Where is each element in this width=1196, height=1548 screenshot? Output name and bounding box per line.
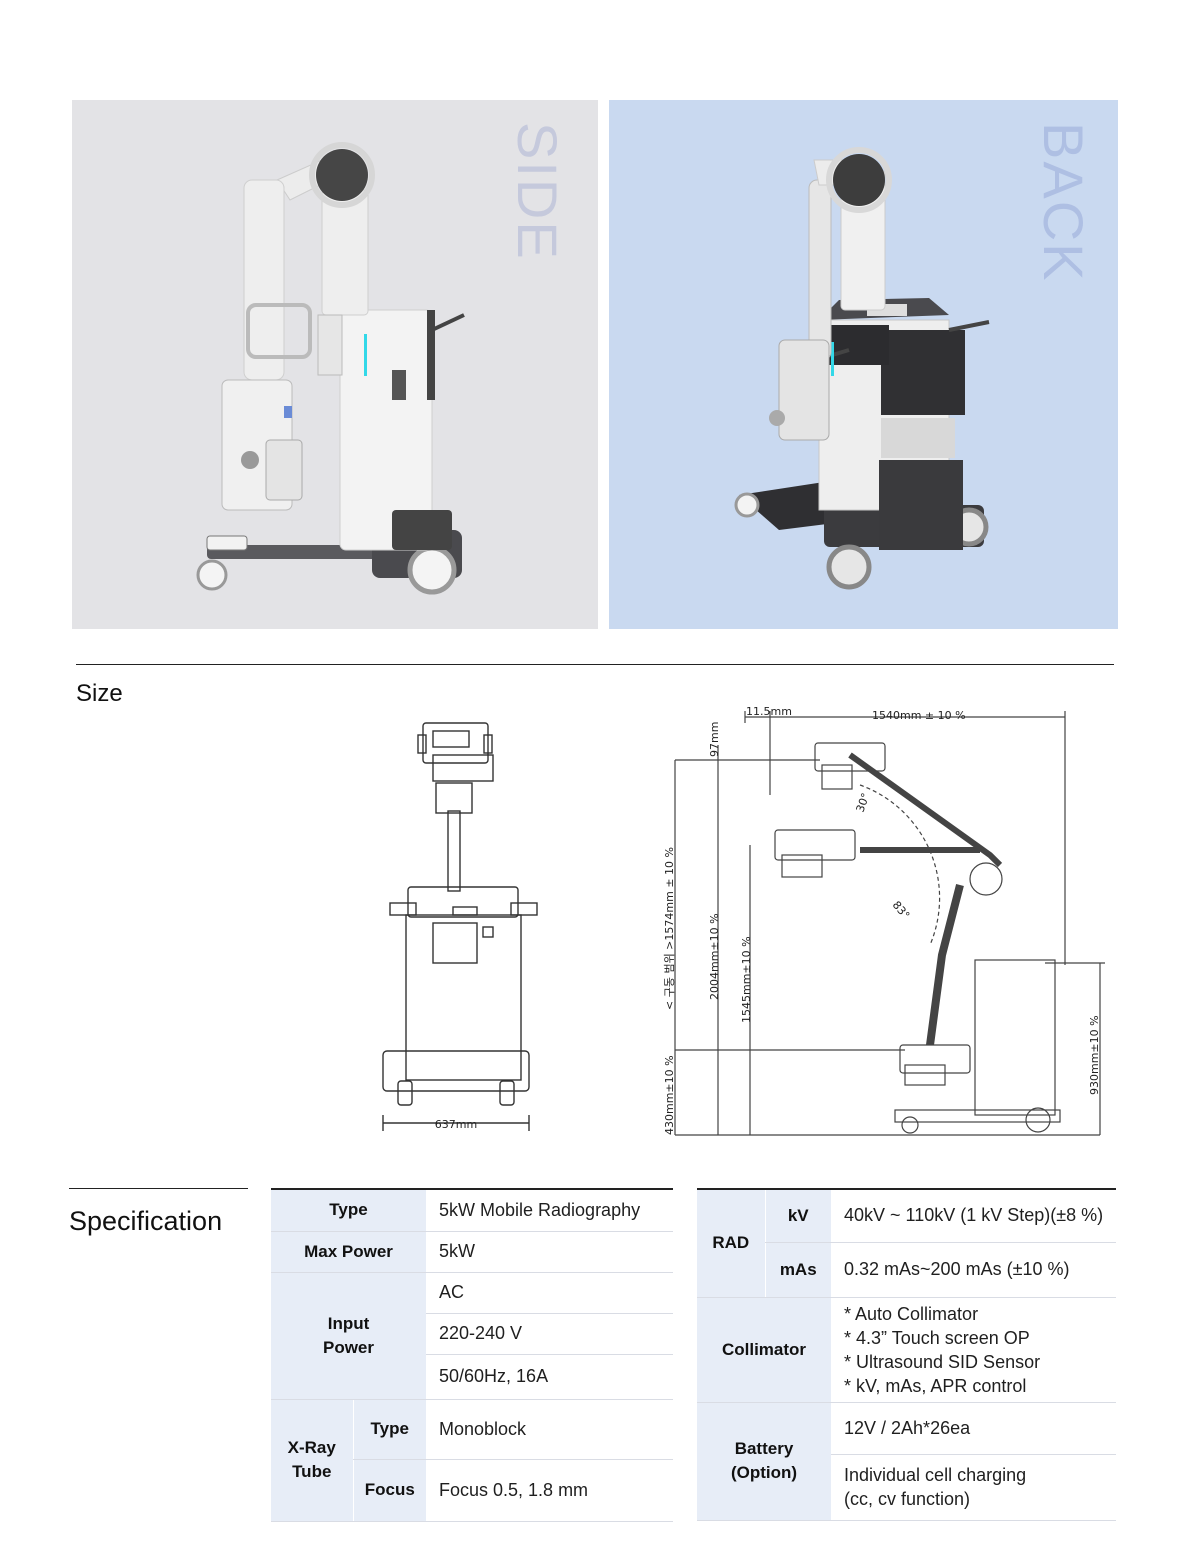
side-view-device-illustration (196, 142, 465, 595)
spec-table-technical: RAD kV 40kV ~ 110kV (1 kV Step)(±8 %) mA… (697, 1188, 1116, 1521)
angle-lower-label: 83° (890, 899, 912, 922)
table-row: Collimator * Auto Collimator * 4.3” Touc… (697, 1297, 1116, 1403)
side-dimension-drawing: 11.5mm 1540mm ± 10 % 30° 83° 97mm < 구동 범… (663, 705, 1105, 1136)
low-height-label: 430mm±10 % (663, 1055, 676, 1135)
table-row: RAD kV 40kV ~ 110kV (1 kV Step)(±8 %) (697, 1189, 1116, 1298)
xray-type-value: Monoblock (426, 1399, 673, 1460)
max-power-label: Max Power (271, 1231, 426, 1273)
table-row: Max Power 5kW (271, 1231, 673, 1273)
table-row: 50/60Hz, 16A (271, 1354, 673, 1400)
top-gap-label: 97mm (708, 722, 721, 757)
spec-divider (69, 1188, 248, 1189)
side-view-panel: SIDE (72, 100, 598, 629)
input-power-value: 220-240 V (426, 1313, 673, 1355)
range-label: < 구동 범위 >1574mm ± 10 % (663, 847, 676, 1010)
max-power-value: 5kW (426, 1231, 673, 1273)
table-row: Battery(Option) 12V / 2Ah*26ea (697, 1402, 1116, 1521)
collimator-values: * Auto Collimator * 4.3” Touch screen OP… (831, 1297, 1116, 1403)
size-divider (76, 664, 1114, 665)
rad-label: RAD (697, 1189, 765, 1298)
battery-note: Individual cell charging(cc, cv function… (831, 1454, 1116, 1521)
front-dimension-drawing: 637mm (382, 722, 538, 1131)
angle-upper-label: 30° (854, 791, 873, 814)
spec-table-general: Type 5kW Mobile Radiography Max Power 5k… (271, 1188, 673, 1522)
kv-value: 40kV ~ 110kV (1 kV Step)(±8 %) (831, 1189, 1116, 1243)
back-view-label: BACK (1032, 122, 1095, 283)
collimator-label: Collimator (697, 1297, 831, 1403)
battery-value: 12V / 2Ah*26ea (831, 1402, 1116, 1455)
table-row: Individual cell charging(cc, cv function… (697, 1454, 1116, 1521)
back-view-panel: BACK (609, 100, 1118, 629)
table-row: mAs 0.32 mAs~200 mAs (±10 %) (697, 1242, 1116, 1298)
total-height-label: 2004mm±10 % (708, 913, 721, 1000)
offset-label: 11.5mm (746, 705, 792, 718)
kv-label: kV (764, 1189, 831, 1243)
side-view-label: SIDE (506, 122, 569, 261)
type-label: Type (271, 1189, 426, 1232)
input-power-value: AC (426, 1272, 673, 1314)
body-height-label: 930mm±10 % (1088, 1015, 1101, 1095)
table-row: Type 5kW Mobile Radiography (271, 1189, 673, 1232)
mas-value: 0.32 mAs~200 mAs (±10 %) (831, 1242, 1116, 1298)
size-section-title: Size (76, 680, 123, 707)
type-value: 5kW Mobile Radiography (426, 1189, 673, 1232)
xray-type-label: Type (352, 1399, 426, 1460)
specification-section-title: Specification (69, 1206, 223, 1236)
arm-height-label: 1545mm±10 % (740, 936, 753, 1023)
table-row: 220-240 V (271, 1313, 673, 1355)
xray-focus-label: Focus (352, 1459, 426, 1522)
table-row: Focus Focus 0.5, 1.8 mm (271, 1459, 673, 1522)
input-power-value: 50/60Hz, 16A (426, 1354, 673, 1400)
front-width-label: 637mm (435, 1118, 477, 1131)
reach-label: 1540mm ± 10 % (872, 709, 966, 722)
back-view-device-illustration (734, 147, 990, 590)
battery-label: Battery(Option) (697, 1402, 831, 1521)
mas-label: mAs (764, 1242, 831, 1298)
xray-focus-value: Focus 0.5, 1.8 mm (426, 1459, 673, 1522)
